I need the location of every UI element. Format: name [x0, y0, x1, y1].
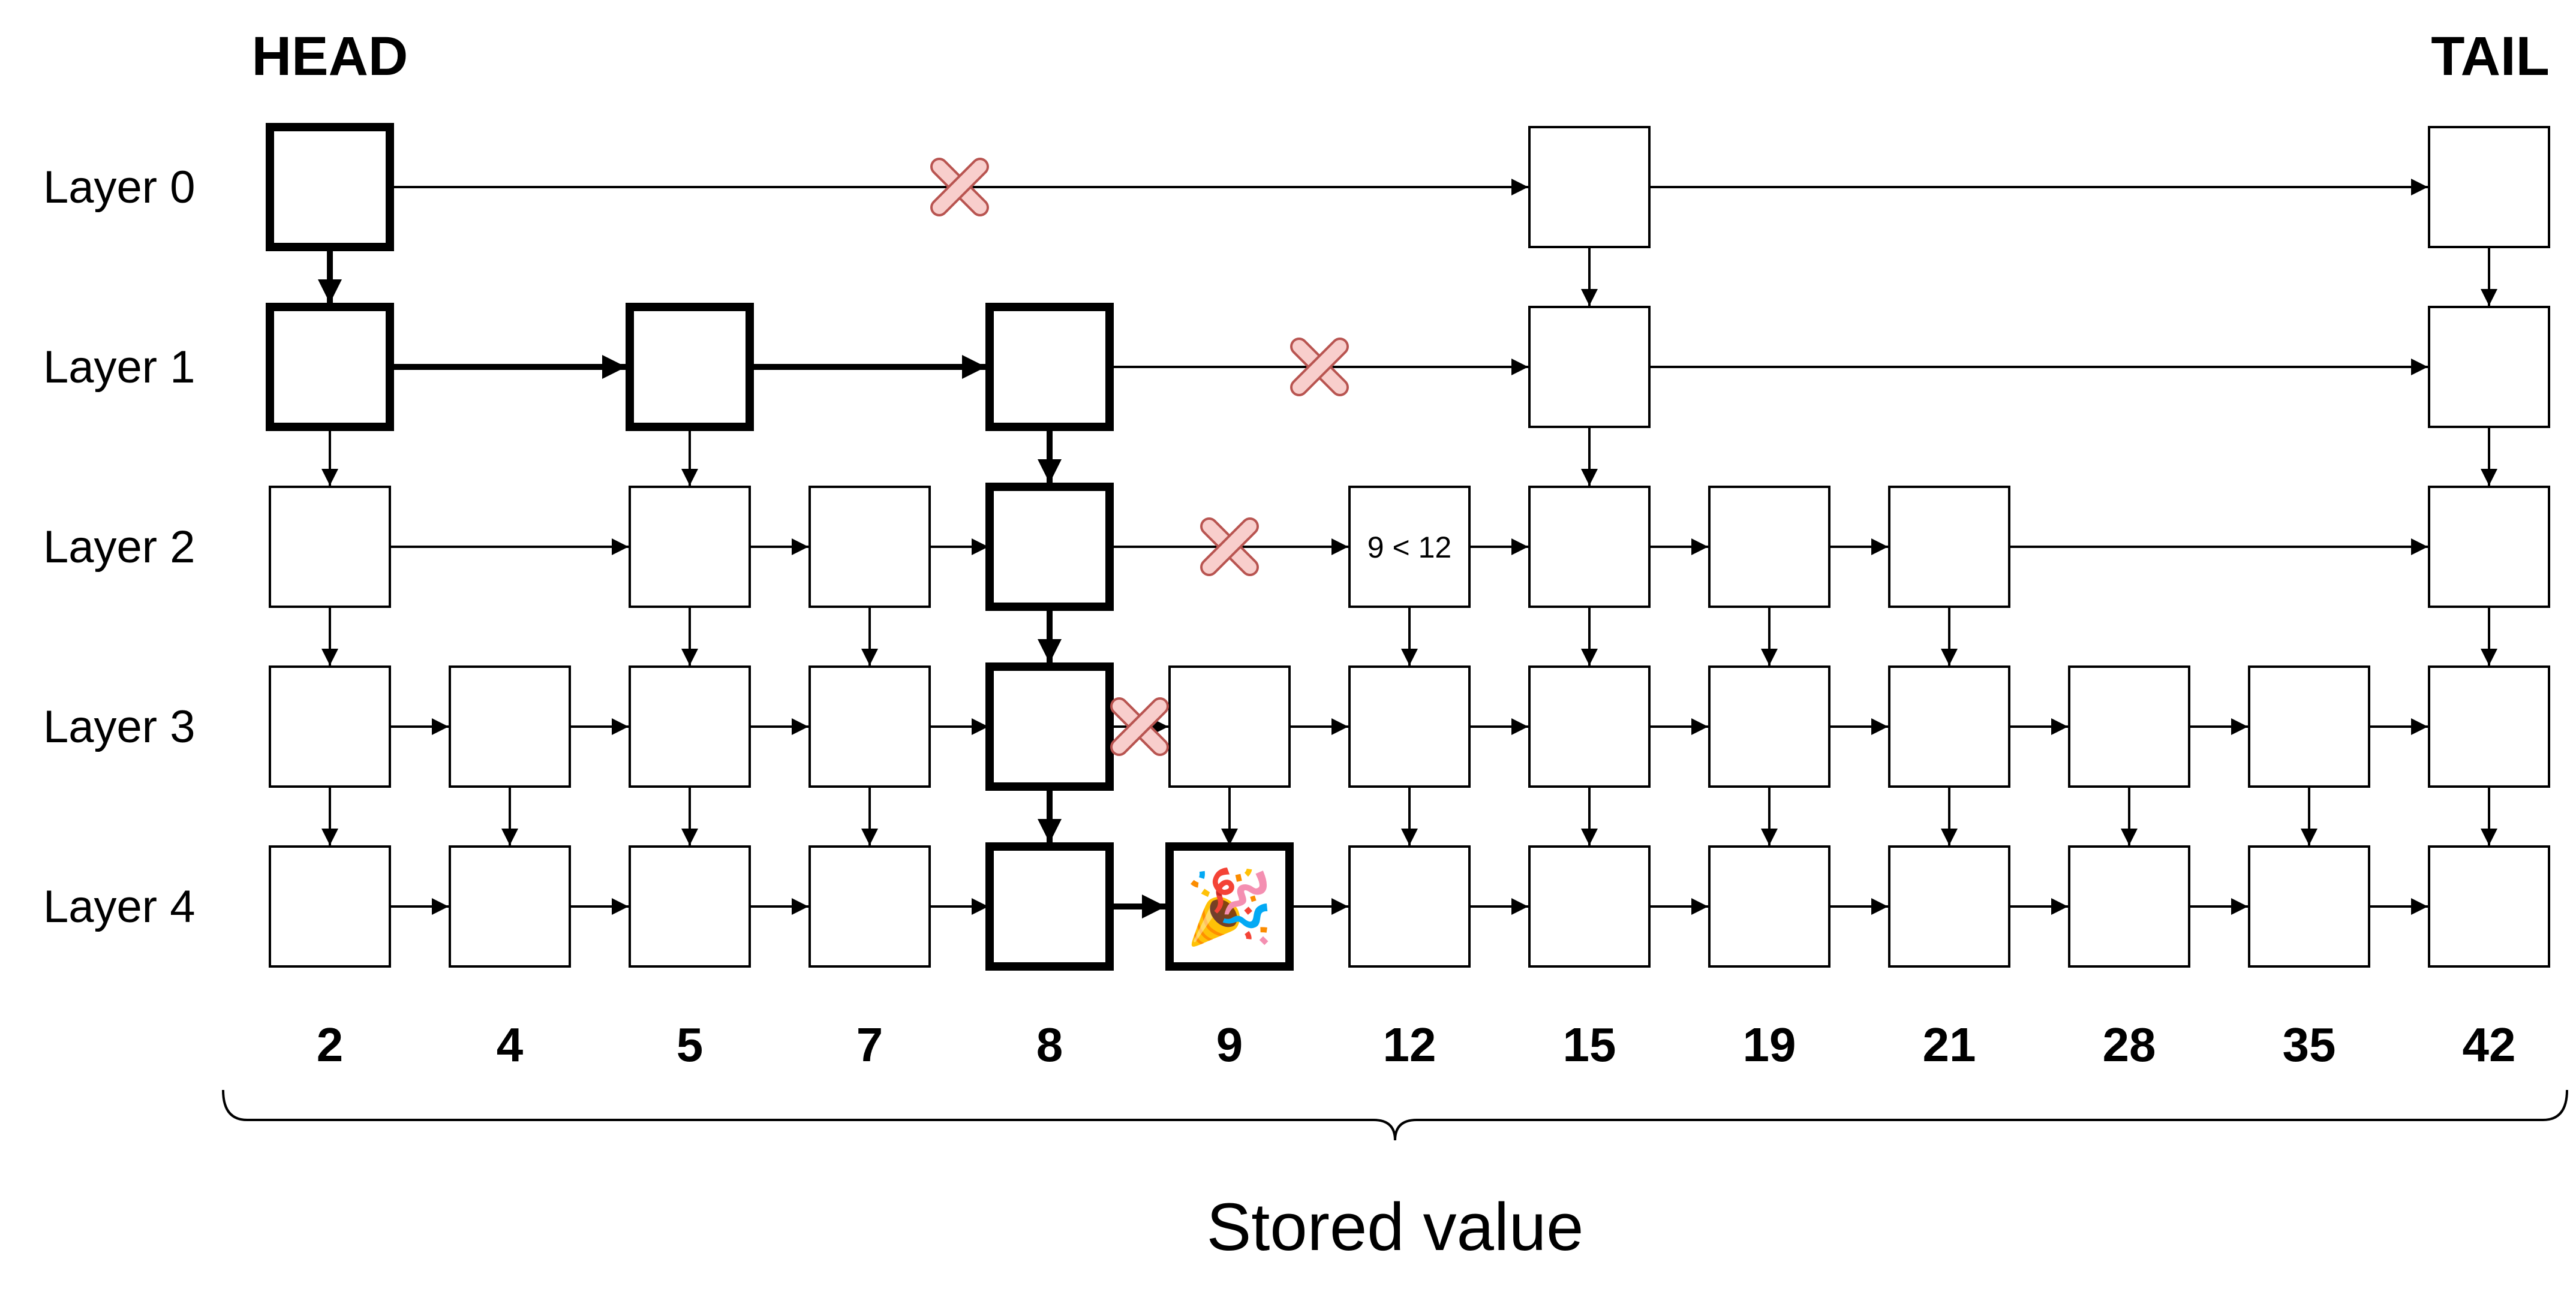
node-layer3-value-4 [449, 665, 571, 788]
node-layer1-value-8 [985, 303, 1114, 431]
node-layer4-value-21 [1888, 845, 2010, 968]
node-layer4-value-19 [1708, 845, 1830, 968]
layer-label-1: Layer 1 [43, 342, 196, 393]
node-layer4-value-4 [449, 845, 571, 968]
tail-label: TAIL [2431, 26, 2550, 87]
node-layer3-value-7 [808, 665, 931, 788]
node-layer3-value-35 [2248, 665, 2370, 788]
node-layer4-value-9 [1165, 842, 1294, 971]
comparison-note: 9 < 12 [1367, 531, 1451, 564]
value-label-5: 5 [677, 1018, 704, 1071]
node-layer2-value-2 [269, 486, 391, 608]
value-label-42: 42 [2463, 1018, 2516, 1071]
reject-mark-icon [930, 158, 989, 216]
node-layer4-value-2 [269, 845, 391, 968]
layer-label-2: Layer 2 [43, 522, 196, 573]
node-layer1-value-2 [266, 303, 394, 431]
node-layer2-value-7 [808, 486, 931, 608]
node-layer3-value-42 [2428, 665, 2550, 788]
node-layer4-value-5 [629, 845, 751, 968]
node-layer4-value-8 [985, 842, 1114, 971]
node-layer3-value-21 [1888, 665, 2010, 788]
reject-mark-icon [1110, 697, 1169, 756]
value-label-15: 15 [1563, 1018, 1616, 1071]
node-layer3-value-28 [2068, 665, 2190, 788]
node-layer3-value-8 [985, 662, 1114, 791]
node-layer4-value-12 [1348, 845, 1471, 968]
reject-marks [930, 158, 1349, 756]
node-layer1-value-42 [2428, 306, 2550, 428]
value-label-35: 35 [2283, 1018, 2336, 1071]
value-label-21: 21 [1923, 1018, 1976, 1071]
value-label-9: 9 [1216, 1018, 1243, 1071]
node-layer4-value-15 [1528, 845, 1651, 968]
node-layer0-value-2 [266, 123, 394, 251]
reject-mark-icon [1200, 517, 1259, 576]
layer-label-3: Layer 3 [43, 701, 196, 752]
node-layer3-value-19 [1708, 665, 1830, 788]
node-layer3-value-12 [1348, 665, 1471, 788]
node-layer4-value-7 [808, 845, 931, 968]
node-layer3-value-2 [269, 665, 391, 788]
value-label-2: 2 [317, 1018, 344, 1071]
node-layer2-value-5 [629, 486, 751, 608]
node-layer1-value-5 [626, 303, 754, 431]
reject-mark-icon [1290, 338, 1349, 396]
value-labels: 2 4 5 7 8 9 12 15 19 21 28 35 42 [317, 1018, 2516, 1071]
node-layer3-value-15 [1528, 665, 1651, 788]
value-label-7: 7 [856, 1018, 883, 1071]
node-layer1-value-15 [1528, 306, 1651, 428]
value-label-19: 19 [1743, 1018, 1796, 1071]
node-layer4-value-28 [2068, 845, 2190, 968]
node-layer0-value-15 [1528, 126, 1651, 248]
layer-label-0: Layer 0 [43, 162, 196, 213]
node-layer2-value-21 [1888, 486, 2010, 608]
value-label-28: 28 [2103, 1018, 2156, 1071]
value-label-12: 12 [1383, 1018, 1436, 1071]
value-range-brace [222, 1089, 2568, 1141]
node-layer3-value-5 [629, 665, 751, 788]
node-layer4-value-35 [2248, 845, 2370, 968]
node-layer2-value-8 [985, 483, 1114, 611]
head-label: HEAD [252, 26, 408, 87]
node-layer3-value-9 [1168, 665, 1291, 788]
node-layer2-value-19 [1708, 486, 1830, 608]
value-label-4: 4 [497, 1018, 524, 1071]
node-layer2-value-42 [2428, 486, 2550, 608]
node-layer4-value-42 [2428, 845, 2550, 968]
value-label-8: 8 [1036, 1018, 1063, 1071]
node-layer2-value-15 [1528, 486, 1651, 608]
party-popper-icon: 🎉 [1185, 866, 1274, 950]
nodes: 9 < 12 🎉 [266, 123, 2550, 971]
node-layer0-value-42 [2428, 126, 2550, 248]
node-layer2-value-12 [1348, 486, 1471, 608]
layer-label-4: Layer 4 [43, 881, 196, 932]
layer-labels: Layer 0 Layer 1 Layer 2 Layer 3 Layer 4 [43, 162, 196, 932]
axis-caption: Stored value [1207, 1189, 1584, 1264]
